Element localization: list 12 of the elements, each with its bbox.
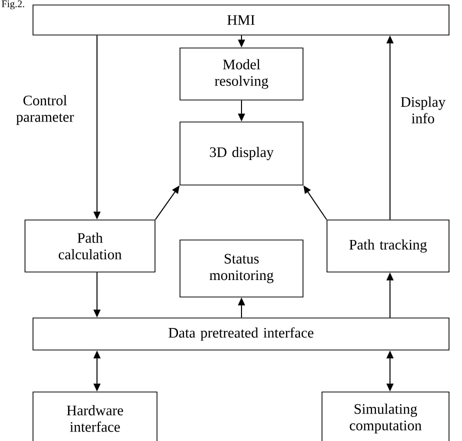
edge-label: Control parameter xyxy=(9,94,81,126)
interface-bar: HMI xyxy=(32,4,450,36)
process-box: Model resolving xyxy=(180,48,304,100)
process-box: 3D display xyxy=(180,122,304,186)
interface-bar: Data pretreated interface xyxy=(32,318,450,350)
edge-label: Display info xyxy=(398,96,448,124)
process-box: Path tracking xyxy=(326,220,450,272)
caption: Fig.2. xyxy=(2,0,24,10)
process-box: Status monitoring xyxy=(180,240,304,298)
process-box: Hardware interface xyxy=(32,392,158,441)
process-box: Path calculation xyxy=(24,220,156,272)
process-box: Simulating computation xyxy=(322,392,450,441)
